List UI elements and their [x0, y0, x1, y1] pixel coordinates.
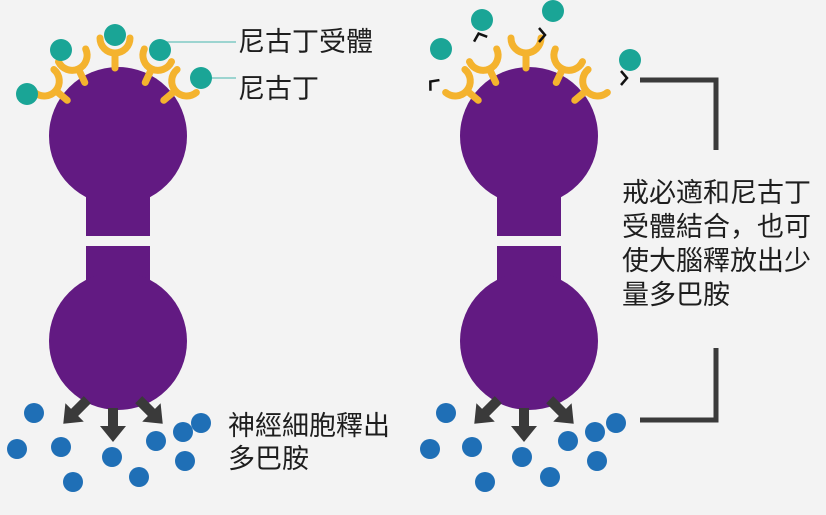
receptor-cup: [96, 34, 134, 57]
receptor-cup: [168, 66, 200, 100]
receptor-stem: [54, 89, 71, 104]
receptor-icon: [96, 34, 134, 72]
receptor-icon: [54, 45, 91, 87]
arrow-shape: [135, 396, 163, 424]
receptor-stem: [487, 68, 500, 87]
mark-stroke: [620, 70, 629, 86]
arrow-shape: [546, 396, 574, 424]
right-nicotine-molecules: [430, 0, 641, 71]
mark-stroke: [429, 78, 440, 91]
dopamine-molecule: [558, 431, 578, 451]
receptor-stem: [160, 89, 177, 104]
receptor-stem: [552, 68, 565, 87]
receptor-cup: [31, 66, 63, 100]
left-nicotine-molecules: [16, 24, 212, 105]
down-arrow-icon: [135, 396, 163, 424]
nicotine-label: 尼古丁: [238, 74, 319, 105]
receptor-icon: [442, 66, 482, 104]
right-partial-binding-marks: [429, 27, 629, 91]
down-arrow-icon: [474, 396, 502, 424]
nicotine-molecule: [149, 39, 171, 61]
dopamine-molecule: [512, 447, 532, 467]
dopamine-molecule: [146, 431, 166, 451]
receptor-icon: [550, 45, 587, 87]
corner-mark-icon: [429, 78, 440, 91]
receptor-cup: [507, 34, 545, 57]
mark-stroke: [538, 27, 547, 43]
dopamine-molecule: [420, 439, 440, 459]
left-release-arrows: [63, 396, 163, 442]
nicotine-molecule: [471, 9, 493, 31]
nicotine-molecule: [619, 49, 641, 71]
receptor-icon: [507, 34, 545, 72]
down-arrow-icon: [511, 408, 537, 442]
left-dopamine-molecules: [7, 403, 211, 492]
nicotine-molecule: [190, 67, 212, 89]
left-receptors: [31, 34, 200, 104]
dopamine-molecule: [24, 403, 44, 423]
dopamine-molecule: [175, 451, 195, 471]
dopamine-molecule: [462, 437, 482, 457]
corner-mark-icon: [538, 27, 547, 43]
receptor-cup: [579, 66, 611, 100]
right-lower-bulb: [460, 246, 598, 410]
arrow-shape: [100, 408, 126, 442]
dopamine-molecule: [102, 447, 122, 467]
receptor-icon: [160, 66, 200, 104]
dopamine-release-label: 神經細胞釋出多巴胺: [228, 411, 390, 475]
dopamine-molecule: [606, 413, 626, 433]
corner-mark-icon: [472, 32, 488, 43]
receptor-stem: [465, 89, 482, 104]
receptor-cup: [139, 45, 176, 74]
dopamine-molecule: [475, 472, 495, 492]
left-lower-bulb: [49, 246, 187, 410]
dopamine-molecule: [7, 439, 27, 459]
dopamine-molecule: [540, 467, 560, 487]
down-arrow-icon: [546, 396, 574, 424]
left-upper-bulb: [49, 67, 187, 236]
dopamine-molecule: [51, 437, 71, 457]
bracket-top: [640, 77, 719, 150]
mark-stroke: [472, 32, 488, 43]
nicotine-molecule: [16, 83, 38, 105]
dopamine-molecule: [587, 451, 607, 471]
left-neuron: [7, 24, 236, 492]
receptor-cup: [54, 45, 91, 74]
nicotine-molecule: [542, 0, 564, 22]
receptor-stem: [141, 68, 154, 87]
right-neuron: [420, 0, 719, 492]
right-receptors: [442, 34, 611, 104]
dopamine-molecule: [129, 467, 149, 487]
right-upper-bulb: [460, 67, 598, 236]
receptor-icon: [31, 66, 71, 104]
nicotine-molecule: [430, 38, 452, 60]
right-dopamine-molecules: [420, 403, 626, 492]
receptor-stem: [76, 68, 89, 87]
nicotine-molecule: [104, 24, 126, 46]
corner-mark-icon: [620, 70, 629, 86]
down-arrow-icon: [100, 408, 126, 442]
dopamine-molecule: [436, 403, 456, 423]
receptor-cup: [550, 45, 587, 74]
arrow-shape: [474, 396, 502, 424]
cessation-aid-label: 戒必適和尼古丁受體結合，也可使大腦釋放出少量多巴胺: [622, 178, 811, 311]
receptor-cup: [442, 66, 474, 100]
dopamine-molecule: [173, 422, 193, 442]
receptor-stem: [571, 89, 588, 104]
dopamine-molecule: [585, 422, 605, 442]
receptor-label: 尼古丁受體: [238, 27, 373, 58]
receptor-cup: [465, 45, 502, 74]
dopamine-molecule: [191, 413, 211, 433]
right-release-arrows: [474, 396, 574, 442]
receptor-icon: [465, 45, 502, 87]
dopamine-molecule: [63, 472, 83, 492]
bracket-bottom: [640, 348, 719, 423]
arrow-shape: [511, 408, 537, 442]
receptor-icon: [139, 45, 176, 87]
receptor-icon: [571, 66, 611, 104]
down-arrow-icon: [63, 396, 91, 424]
nicotine-molecule: [50, 39, 72, 61]
arrow-shape: [63, 396, 91, 424]
